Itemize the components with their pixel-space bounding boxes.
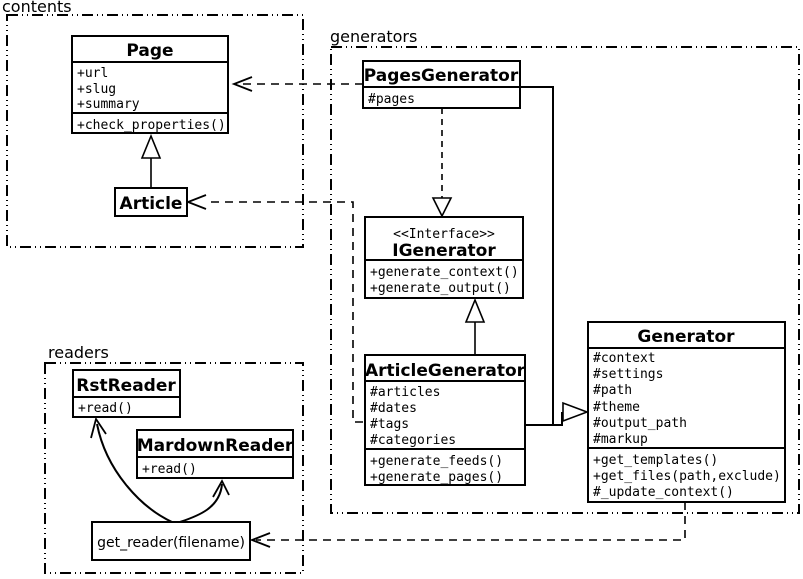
curved-edge (179, 483, 223, 523)
class-pagesgenerator-title: PagesGenerator (364, 66, 519, 86)
class-page: Page +url +slug +summary +check_properti… (71, 35, 229, 134)
class-mardownreader: MardownReader +read() (136, 429, 294, 479)
package-readers-border (44, 362, 304, 574)
class-articlegenerator-box (364, 354, 526, 486)
attribute: #articles (370, 385, 440, 400)
class-generator-title: Generator (637, 327, 735, 347)
method: +get_files(path,exclude) (593, 469, 781, 484)
node-getreader: get_reader(filename) (91, 521, 251, 561)
package-contents-label: contents (2, 0, 72, 16)
method: #_update_context() (593, 485, 734, 500)
attribute: #tags (370, 417, 409, 432)
class-rstreader-title: RstReader (76, 376, 176, 396)
attribute: #categories (370, 433, 456, 448)
realization-pagesgenerator-to-igenerator (431, 108, 453, 218)
generalization-article-to-page (140, 133, 162, 188)
method: +generate_feeds() (370, 454, 503, 469)
hollow-triangle-icon (464, 297, 486, 323)
open-arrowhead-icon (90, 416, 107, 439)
attribute: #settings (593, 367, 663, 382)
class-igenerator-box (364, 216, 524, 299)
package-generators-label: generators (330, 27, 417, 46)
class-rstreader: RstReader +read() (72, 369, 181, 418)
class-page-box (71, 35, 229, 134)
class-igenerator-stereotype: <<Interface>> (393, 227, 495, 242)
class-page-title: Page (126, 41, 173, 61)
dependency-line (256, 502, 686, 541)
open-arrowhead-icon (249, 532, 271, 548)
package-generators-border (330, 46, 800, 514)
method: +read() (142, 462, 197, 477)
open-arrowhead-icon (212, 479, 230, 498)
method: +check_properties() (77, 118, 226, 133)
generalization-articlegenerator-to-igenerator (464, 297, 486, 355)
class-article-box (114, 187, 188, 217)
curved-edge (96, 423, 173, 523)
attribute: #output_path (593, 416, 687, 431)
method: +generate_context() (370, 265, 519, 280)
node-getreader-label: get_reader(filename) (97, 535, 245, 551)
class-articlegenerator-title: ArticleGenerator (365, 361, 526, 381)
hollow-triangle-icon (431, 197, 453, 218)
hollow-triangle-icon (562, 401, 590, 423)
attribute: #context (593, 351, 656, 366)
attribute: #theme (593, 400, 640, 415)
attribute: #path (593, 383, 632, 398)
attribute: +summary (77, 97, 140, 112)
hollow-triangle-icon (140, 133, 162, 159)
dependency-generator-to-getreader (249, 502, 686, 548)
generalization-line-pagesgenerator (520, 86, 554, 425)
package-contents: contents (2, 0, 304, 248)
class-mardownreader-title: MardownReader (137, 436, 294, 456)
class-article-title: Article (120, 194, 183, 214)
attribute: #pages (368, 92, 415, 107)
class-articlegenerator: ArticleGenerator #articles #dates #tags … (364, 354, 526, 486)
method: +generate_output() (370, 281, 511, 296)
attribute: +url (77, 66, 108, 81)
class-rstreader-box (72, 369, 181, 418)
package-generators: generators (330, 27, 800, 514)
class-generator: Generator #context #settings #path #them… (587, 321, 786, 503)
method: +get_templates() (593, 453, 718, 468)
edge-getreader-to-mardownreader (179, 479, 230, 523)
method: +generate_pages() (370, 470, 503, 485)
package-readers: readers (44, 343, 304, 574)
package-contents-border (6, 14, 304, 248)
attribute: #dates (370, 401, 417, 416)
method: +read() (78, 401, 133, 416)
class-igenerator: <<Interface>> IGenerator +generate_conte… (364, 216, 524, 299)
class-pagesgenerator-box (362, 60, 521, 109)
class-mardownreader-box (136, 429, 294, 479)
attribute: +slug (77, 82, 116, 97)
class-pagesgenerator: PagesGenerator #pages (362, 60, 521, 109)
package-readers-label: readers (48, 343, 109, 362)
class-igenerator-title: IGenerator (392, 241, 496, 261)
generalization-generators-to-generator (520, 86, 590, 426)
attribute: #markup (593, 432, 648, 447)
generalization-line-articlegenerator (525, 412, 563, 426)
node-getreader-box (91, 521, 251, 561)
dependency-pagesgenerator-to-page (231, 76, 363, 92)
dependency-line (206, 201, 363, 423)
class-article: Article (114, 187, 188, 217)
edge-getreader-to-rstreader (90, 416, 173, 523)
class-generator-box (587, 321, 786, 503)
open-arrowhead-icon (231, 76, 253, 92)
